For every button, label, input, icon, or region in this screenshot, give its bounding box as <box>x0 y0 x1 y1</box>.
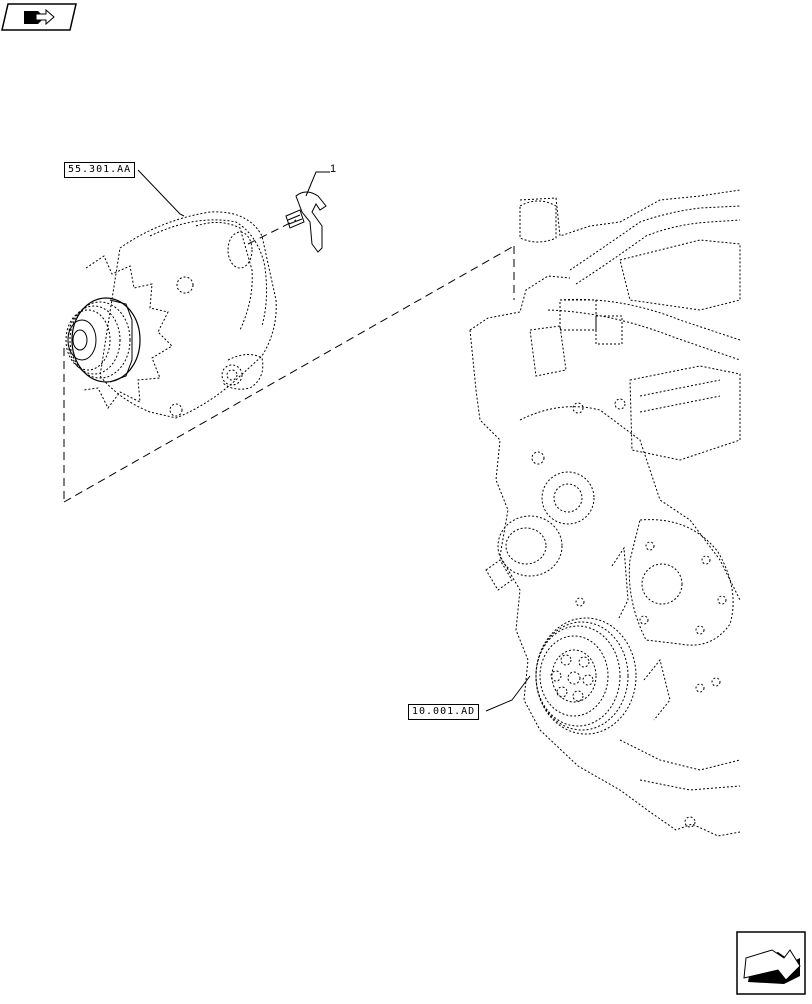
alternator-drawing <box>65 211 277 419</box>
next-page-arrow-icon[interactable] <box>736 931 806 995</box>
book-arrow-icon[interactable] <box>1 3 77 31</box>
engine-reference-label[interactable]: 10.001.AD <box>408 704 480 720</box>
callout-number-1: 1 <box>330 163 337 175</box>
engine-drawing <box>469 189 741 837</box>
assembly-guide-lines <box>63 219 515 503</box>
alternator-reference-label[interactable]: 55.301.AA <box>64 162 136 178</box>
terminal-clip-drawing <box>285 191 327 253</box>
leader-lines <box>137 169 531 712</box>
